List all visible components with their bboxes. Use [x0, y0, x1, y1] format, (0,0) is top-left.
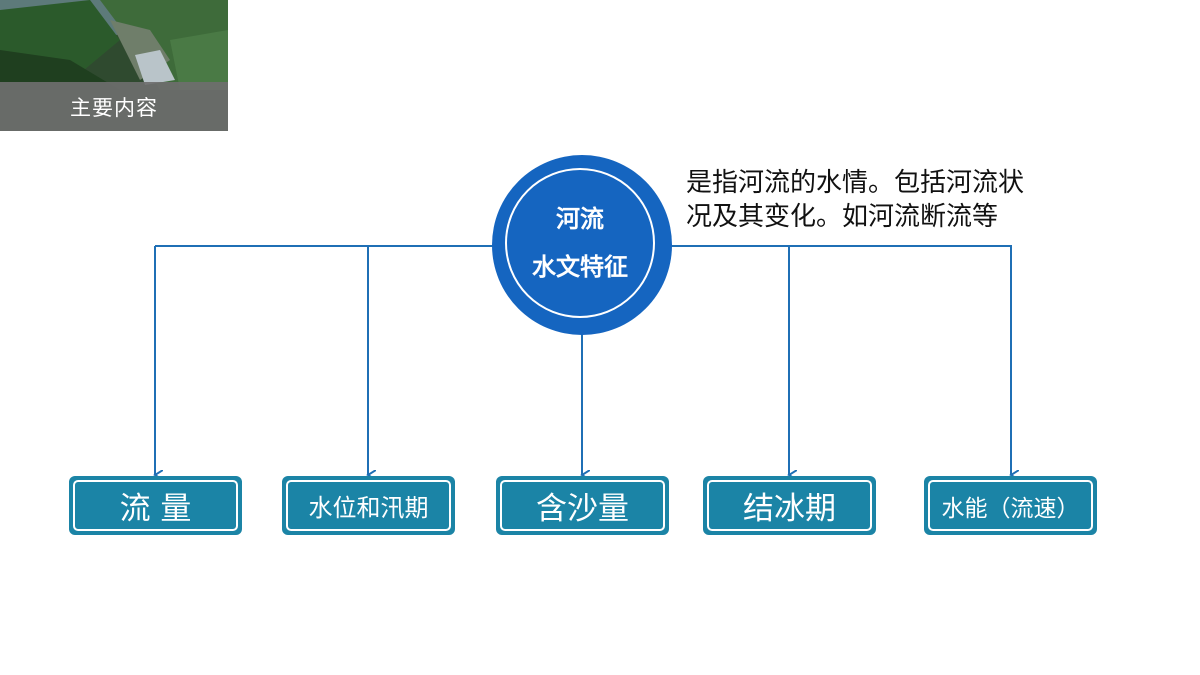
category-label-water-level: 水位和汛期: [286, 480, 451, 531]
river-valley-image: [0, 0, 228, 131]
river-landscape-photo: [0, 0, 228, 131]
center-topic-line2: 水文特征: [532, 253, 628, 281]
center-topic-line1: 河流: [556, 205, 604, 233]
category-label-sediment: 含沙量: [500, 480, 665, 531]
category-box-sediment: 含沙量: [496, 476, 669, 535]
category-label-flow: 流 量: [73, 480, 238, 531]
center-topic-node: 河流 水文特征: [492, 155, 672, 335]
category-box-energy: 水能（流速）: [924, 476, 1097, 535]
definition-text: 是指河流的水情。包括河流状 况及其变化。如河流断流等: [686, 166, 1086, 234]
category-label-energy: 水能（流速）: [928, 480, 1093, 531]
definition-line1: 是指河流的水情。包括河流状: [686, 168, 1025, 198]
definition-line2: 况及其变化。如河流断流等: [686, 202, 999, 232]
category-box-flow: 流 量: [69, 476, 242, 535]
category-label-freeze: 结冰期: [707, 480, 872, 531]
category-box-freeze: 结冰期: [703, 476, 876, 535]
center-topic-ring: 河流 水文特征: [505, 168, 655, 318]
category-box-water-level: 水位和汛期: [282, 476, 455, 535]
section-label: 主要内容: [0, 82, 228, 131]
